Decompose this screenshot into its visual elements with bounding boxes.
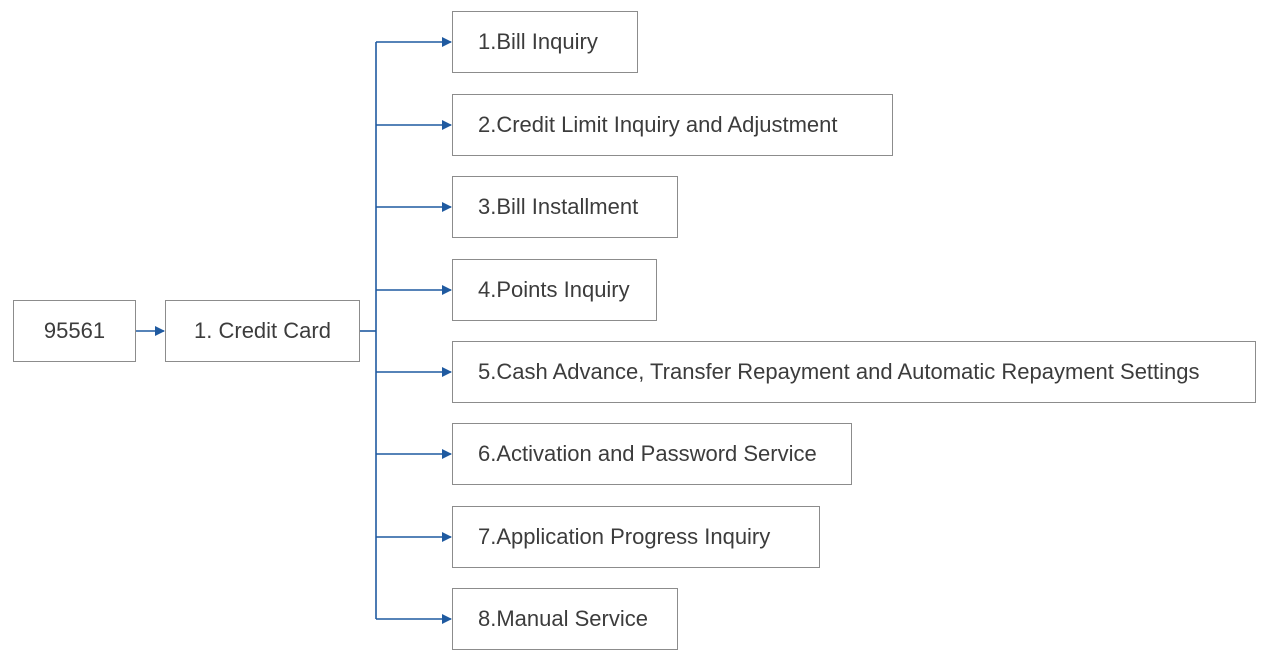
option-label: 2.Credit Limit Inquiry and Adjustment xyxy=(478,112,838,137)
option-label: 7.Application Progress Inquiry xyxy=(478,524,771,549)
option-label: 6.Activation and Password Service xyxy=(478,441,817,466)
option-node-manual-service: 8.Manual Service xyxy=(452,588,678,650)
option-node-bill-installment: 3.Bill Installment xyxy=(452,176,678,238)
option-node-application-progress: 7.Application Progress Inquiry xyxy=(452,506,820,568)
credit-card-node-label: 1. Credit Card xyxy=(194,318,331,343)
option-label: 3.Bill Installment xyxy=(478,194,639,219)
option-node-credit-limit: 2.Credit Limit Inquiry and Adjustment xyxy=(452,94,893,156)
option-node-bill-inquiry: 1.Bill Inquiry xyxy=(452,11,638,73)
option-label: 1.Bill Inquiry xyxy=(478,29,598,54)
option-node-points-inquiry: 4.Points Inquiry xyxy=(452,259,657,321)
root-node-95561: 95561 xyxy=(13,300,136,362)
option-label: 4.Points Inquiry xyxy=(478,277,630,302)
option-node-activation-password: 6.Activation and Password Service xyxy=(452,423,852,485)
option-node-cash-advance: 5.Cash Advance, Transfer Repayment and A… xyxy=(452,341,1256,403)
credit-card-node: 1. Credit Card xyxy=(165,300,360,362)
root-node-label: 95561 xyxy=(43,318,106,343)
option-label: 5.Cash Advance, Transfer Repayment and A… xyxy=(478,359,1200,384)
option-label: 8.Manual Service xyxy=(478,606,648,631)
